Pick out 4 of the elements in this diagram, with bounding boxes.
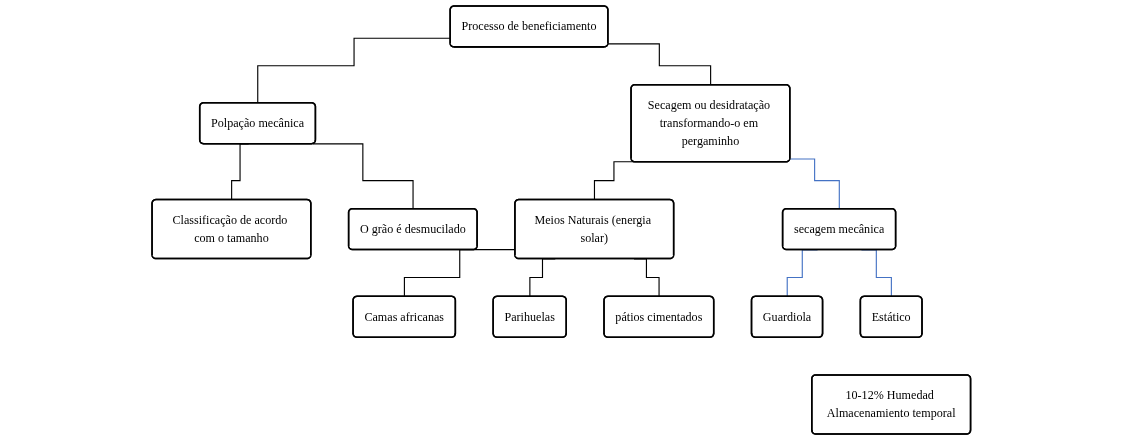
connector	[607, 43, 712, 86]
connector	[789, 158, 840, 210]
connector	[311, 143, 414, 210]
connector	[593, 161, 634, 201]
